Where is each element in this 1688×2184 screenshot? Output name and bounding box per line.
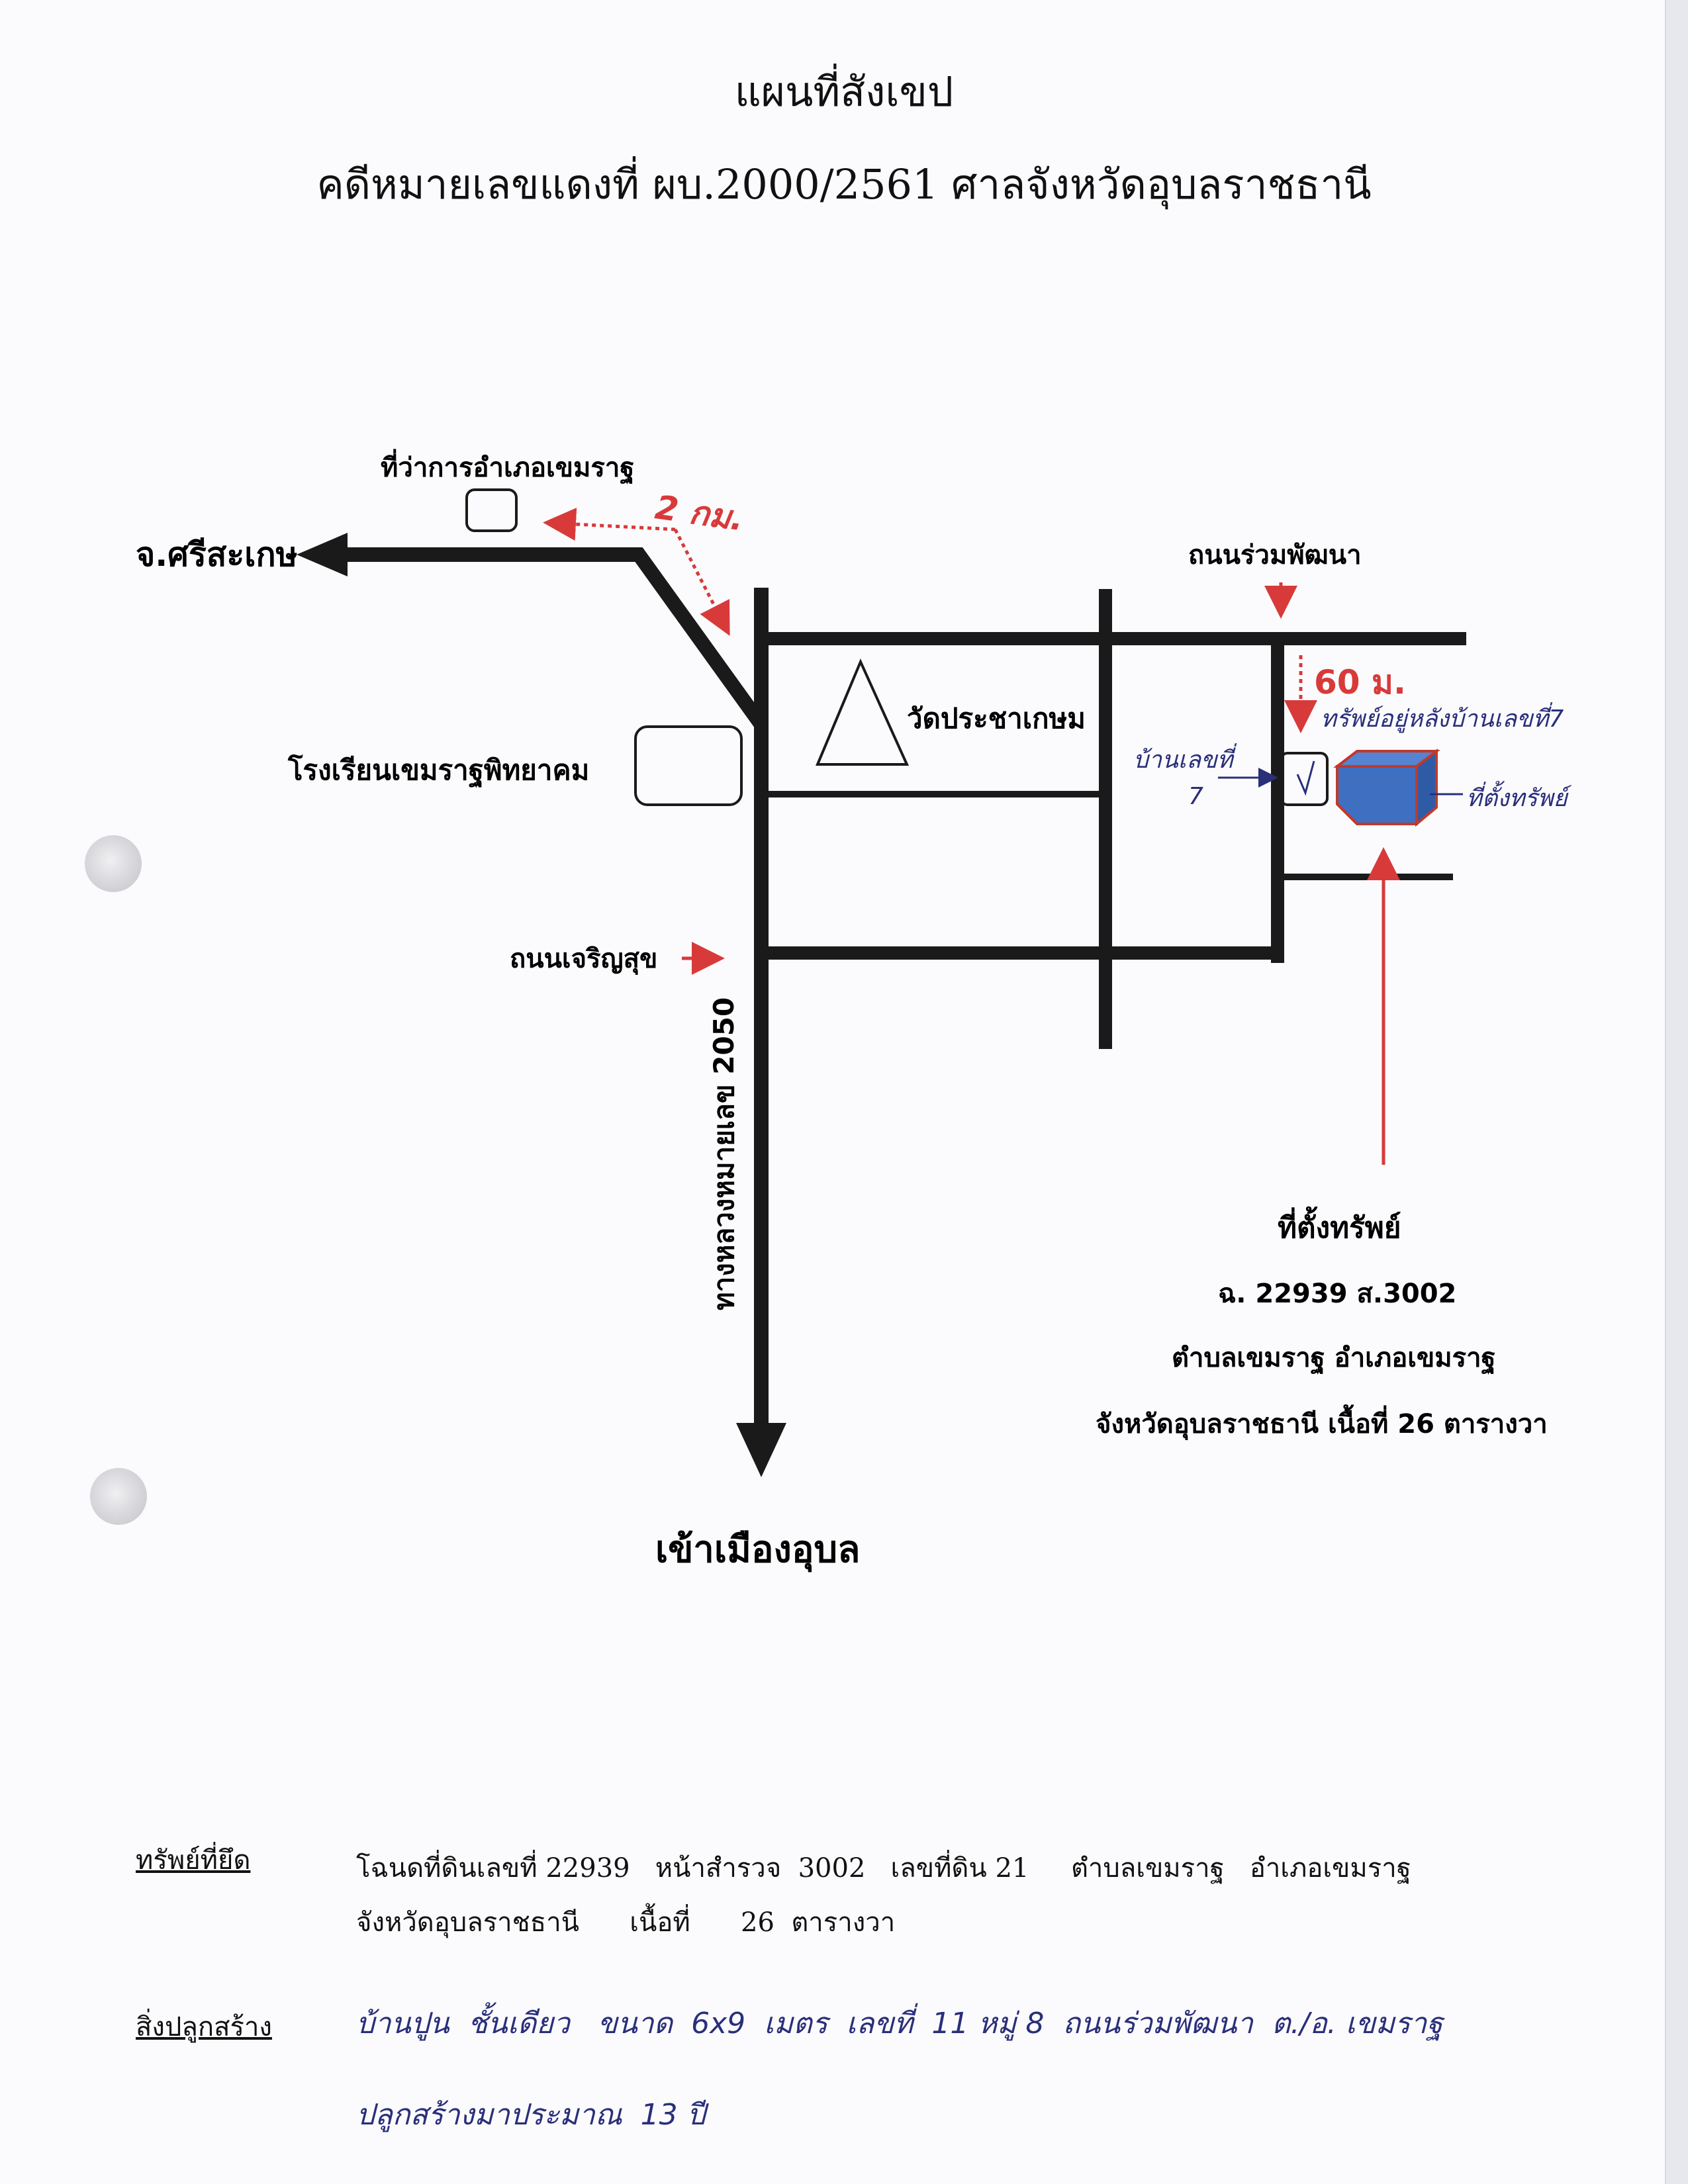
property-cube-icon <box>1333 748 1440 827</box>
district-office-marker <box>465 488 518 532</box>
hand-house-label: บ้านเลขที่ <box>1133 743 1237 774</box>
hand-note-top: ทรัพย์อยู่หลังบ้านเลขที่7 <box>1321 702 1564 733</box>
road-to-sisaket <box>297 533 769 729</box>
hand-property-label: ที่ตั้งทรัพย์ <box>1466 780 1572 812</box>
highway-2050-label: ทางหลวงหมายเลข 2050 <box>708 997 740 1310</box>
distance-2km-label: 2 กม. <box>653 488 746 538</box>
building-label: สิ่งปลูกสร้าง <box>136 2012 272 2042</box>
punch-hole-top <box>85 835 142 892</box>
case-subtitle: คดีหมายเลขแดงที่ ผบ.2000/2561 ศาลจังหวัด… <box>316 160 1372 208</box>
seized-property-line-1: โฉนดที่ดินเลขที่ 22939 หน้าสำรวจ 3002 เล… <box>356 1853 1411 1884</box>
hand-house-number: 7 <box>1188 783 1203 810</box>
seized-property-label: ทรัพย์ที่ยึด <box>136 1845 251 1876</box>
school-marker <box>634 725 743 806</box>
building-line-2: ปลูกสร้างมาประมาณ 13 ปี <box>356 2098 706 2132</box>
to-sisaket-label: จ.ศรีสะเกษ <box>136 535 298 574</box>
house-7-marker <box>1280 752 1329 806</box>
property-location: ตำบลเขมราฐ อำเภอเขมราฐ <box>1172 1343 1496 1375</box>
school-label: โรงเรียนเขมราฐพิทยาคม <box>287 754 589 788</box>
road-charoensuk-label: ถนนเจริญสุข <box>510 944 657 976</box>
page-edge <box>1665 0 1688 2184</box>
page-title: แผนที่สังเขป <box>734 68 954 116</box>
seized-property-line-2: จังหวัดอุบลราชธานี เนื้อที่ 26 ตารางวา <box>356 1907 896 1938</box>
property-title: ที่ตั้งทรัพย์ <box>1278 1206 1401 1245</box>
to-ubon-label: เข้าเมืองอุบล <box>655 1528 860 1572</box>
temple-label: วัดประชาเกษม <box>907 702 1086 735</box>
temple-icon <box>815 658 910 766</box>
road-ruamphatthana-label: ถนนร่วมพัฒนา <box>1188 540 1362 570</box>
distance-60m-label: 60 ม. <box>1314 663 1406 702</box>
distance-2km-indicator <box>543 508 730 636</box>
road-network <box>768 589 1466 1049</box>
property-deed: ฉ. 22939 ส.3002 <box>1218 1279 1456 1309</box>
building-line-1: บ้านปูน ชั้นเดียว ขนาด 6x9 เมตร เลขที่ 1… <box>356 2007 1443 2040</box>
district-office-label: ที่ว่าการอำเภอเขมราฐ <box>381 449 634 485</box>
highway-2050 <box>736 588 786 1477</box>
property-area: จังหวัดอุบลราชธานี เนื้อที่ 26 ตารางวา <box>1096 1404 1548 1441</box>
check-mark-icon <box>1296 760 1315 796</box>
punch-hole-bottom <box>90 1468 147 1525</box>
